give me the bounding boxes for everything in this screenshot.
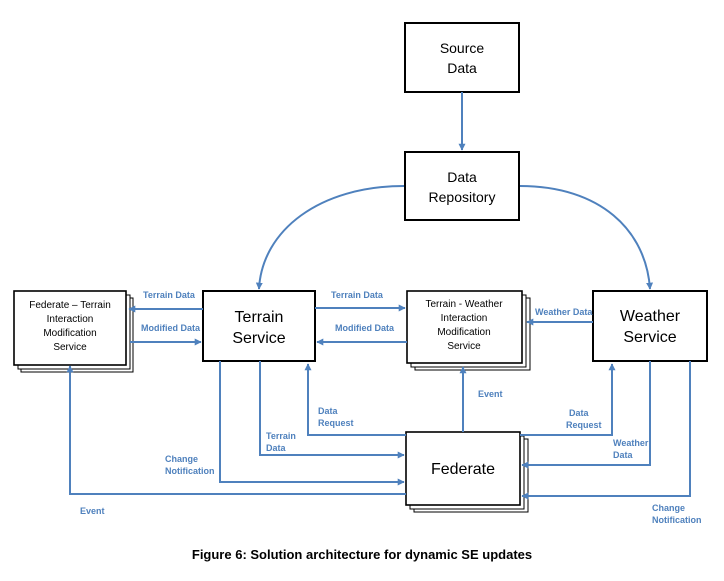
repository-to-weather-arrow — [519, 185, 654, 290]
terrain-data-low-label-2: Data — [266, 443, 287, 453]
terrain-weather-node: Terrain - Weather Interaction Modificati… — [406, 290, 531, 371]
federate-terrain-label-1: Federate – Terrain — [29, 300, 111, 311]
weather-data-low-label-1: Weather — [613, 438, 649, 448]
change-notification-left-label-1: Change — [165, 454, 198, 464]
federate-terrain-node: Federate – Terrain Interaction Modificat… — [13, 290, 134, 373]
repository-to-terrain-arrow — [255, 185, 405, 290]
weather-service-node: Weather Service — [592, 290, 708, 362]
weather-service-label-1: Weather — [620, 308, 681, 325]
terrain-weather-label-2: Interaction — [441, 313, 488, 324]
source-data-label-1: Source — [440, 40, 485, 56]
weather-data-low-arrow — [521, 361, 651, 469]
connectors — [66, 92, 691, 500]
weather-data-low-label-2: Data — [613, 450, 634, 460]
federate-label: Federate — [431, 461, 495, 478]
modified-data-left-label: Modified Data — [141, 323, 201, 333]
change-notification-right-label-1: Change — [652, 503, 685, 513]
terrain-weather-label-1: Terrain - Weather — [425, 299, 503, 310]
change-notification-right-label-2: Notification — [652, 515, 702, 525]
data-request-right-arrow — [520, 363, 616, 436]
data-request-left-label-1: Data — [318, 406, 339, 416]
change-notification-right-arrow — [521, 361, 691, 500]
terrain-service-node: Terrain Service — [202, 290, 316, 362]
change-notification-left-arrow — [219, 361, 405, 486]
data-request-left-label-2: Request — [318, 418, 354, 428]
data-request-right-label-2: Request — [566, 420, 602, 430]
weather-data-top-label: Weather Data — [535, 307, 593, 317]
data-request-left-arrow — [304, 363, 406, 436]
data-repository-label-2: Repository — [429, 189, 496, 205]
terrain-data-low-label-1: Terrain — [266, 431, 296, 441]
source-data-label-2: Data — [447, 60, 477, 76]
data-repository-label-1: Data — [447, 169, 477, 185]
federate-terrain-label-4: Service — [53, 342, 87, 353]
figure-caption: Figure 6: Solution architecture for dyna… — [191, 547, 533, 562]
data-request-right-label-1: Data — [569, 408, 590, 418]
terrain-service-label-1: Terrain — [235, 309, 284, 326]
terrain-data-mid-label: Terrain Data — [331, 290, 384, 300]
source-data-node: Source Data — [404, 22, 520, 93]
weather-service-label-2: Service — [623, 329, 676, 346]
data-repository-node: Data Repository — [404, 151, 520, 221]
federate-terrain-label-2: Interaction — [47, 314, 94, 325]
terrain-data-left-label: Terrain Data — [143, 290, 196, 300]
federate-terrain-label-3: Modification — [43, 328, 96, 339]
event-bottom-arrow — [66, 365, 406, 495]
terrain-weather-label-3: Modification — [437, 327, 490, 338]
event-mid-label: Event — [478, 389, 503, 399]
event-bottom-label: Event — [80, 506, 105, 516]
modified-data-mid-label: Modified Data — [335, 323, 395, 333]
federate-node: Federate — [405, 431, 529, 513]
terrain-service-label-2: Service — [232, 330, 285, 347]
change-notification-left-label-2: Notification — [165, 466, 215, 476]
terrain-weather-label-4: Service — [447, 341, 481, 352]
terrain-data-low-arrow — [259, 361, 405, 459]
